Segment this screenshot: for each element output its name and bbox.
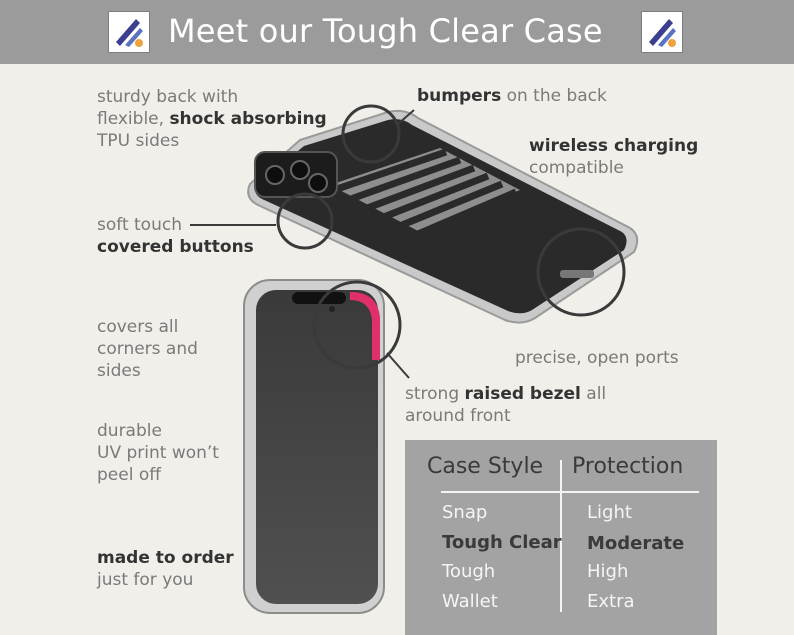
callout-text: flexible, (97, 109, 170, 129)
table-cell-style-highlighted: Tough Clear (442, 532, 562, 553)
callout-text: TPU sides (97, 131, 180, 151)
callout-bold-text: covered buttons (97, 237, 254, 257)
callout-text: on the back (501, 86, 607, 106)
table-divider-horizontal (441, 491, 699, 493)
table-cell-protection-highlighted: Moderate (587, 533, 685, 554)
callout-text: covers all (97, 317, 179, 337)
case-comparison-table: Case Style Protection Snap Light Tough C… (405, 440, 717, 635)
callout-bezel: strong raised bezel all around front (405, 383, 606, 427)
brand-logo-icon (108, 11, 150, 53)
table-cell-style: Tough (442, 561, 496, 582)
table-cell-style: Wallet (442, 591, 498, 612)
phone-front-view (243, 279, 385, 614)
table-cell-protection: Light (587, 502, 632, 523)
callout-uv-print: durable UV print won’t peel off (97, 420, 219, 486)
callout-bold-text: bumpers (417, 86, 502, 106)
callout-text: compatible (529, 158, 624, 178)
header-bar: Meet our Tough Clear Case (0, 0, 794, 64)
callout-wireless: wireless charging compatible (529, 135, 698, 179)
callout-sturdy-back: sturdy back with flexible, shock absorbi… (97, 86, 327, 152)
callout-bold-text: shock absorbing (169, 109, 327, 129)
callout-text: peel off (97, 465, 161, 485)
callout-text: just for you (97, 570, 194, 590)
page-title: Meet our Tough Clear Case (168, 12, 603, 50)
table-cell-protection: High (587, 561, 629, 582)
callout-bold-text: wireless charging (529, 136, 699, 156)
callout-text: UV print won’t (97, 443, 219, 463)
table-header-case-style: Case Style (427, 454, 544, 479)
callout-corners: covers all corners and sides (97, 316, 198, 382)
callout-text: all (580, 384, 607, 404)
callout-bold-text: raised bezel (464, 384, 581, 404)
callout-bumpers: bumpers on the back (417, 85, 607, 107)
brand-logo-icon (641, 11, 683, 53)
callout-text: strong (405, 384, 465, 404)
callout-text: around front (405, 406, 511, 426)
table-cell-style: Snap (442, 502, 488, 523)
callout-text: durable (97, 421, 162, 441)
callout-ports: precise, open ports (515, 347, 679, 369)
callout-made-to-order: made to order just for you (97, 547, 234, 591)
callout-soft-touch: soft touch covered buttons (97, 214, 254, 258)
table-header-protection: Protection (572, 454, 684, 479)
table-cell-protection: Extra (587, 591, 635, 612)
callout-text: soft touch (97, 215, 182, 235)
callout-text: precise, open ports (515, 348, 679, 368)
callout-text: corners and (97, 339, 198, 359)
callout-text: sturdy back with (97, 87, 239, 107)
table-divider-vertical (560, 460, 562, 612)
callout-text: sides (97, 361, 141, 381)
callout-bold-text: made to order (97, 548, 234, 568)
